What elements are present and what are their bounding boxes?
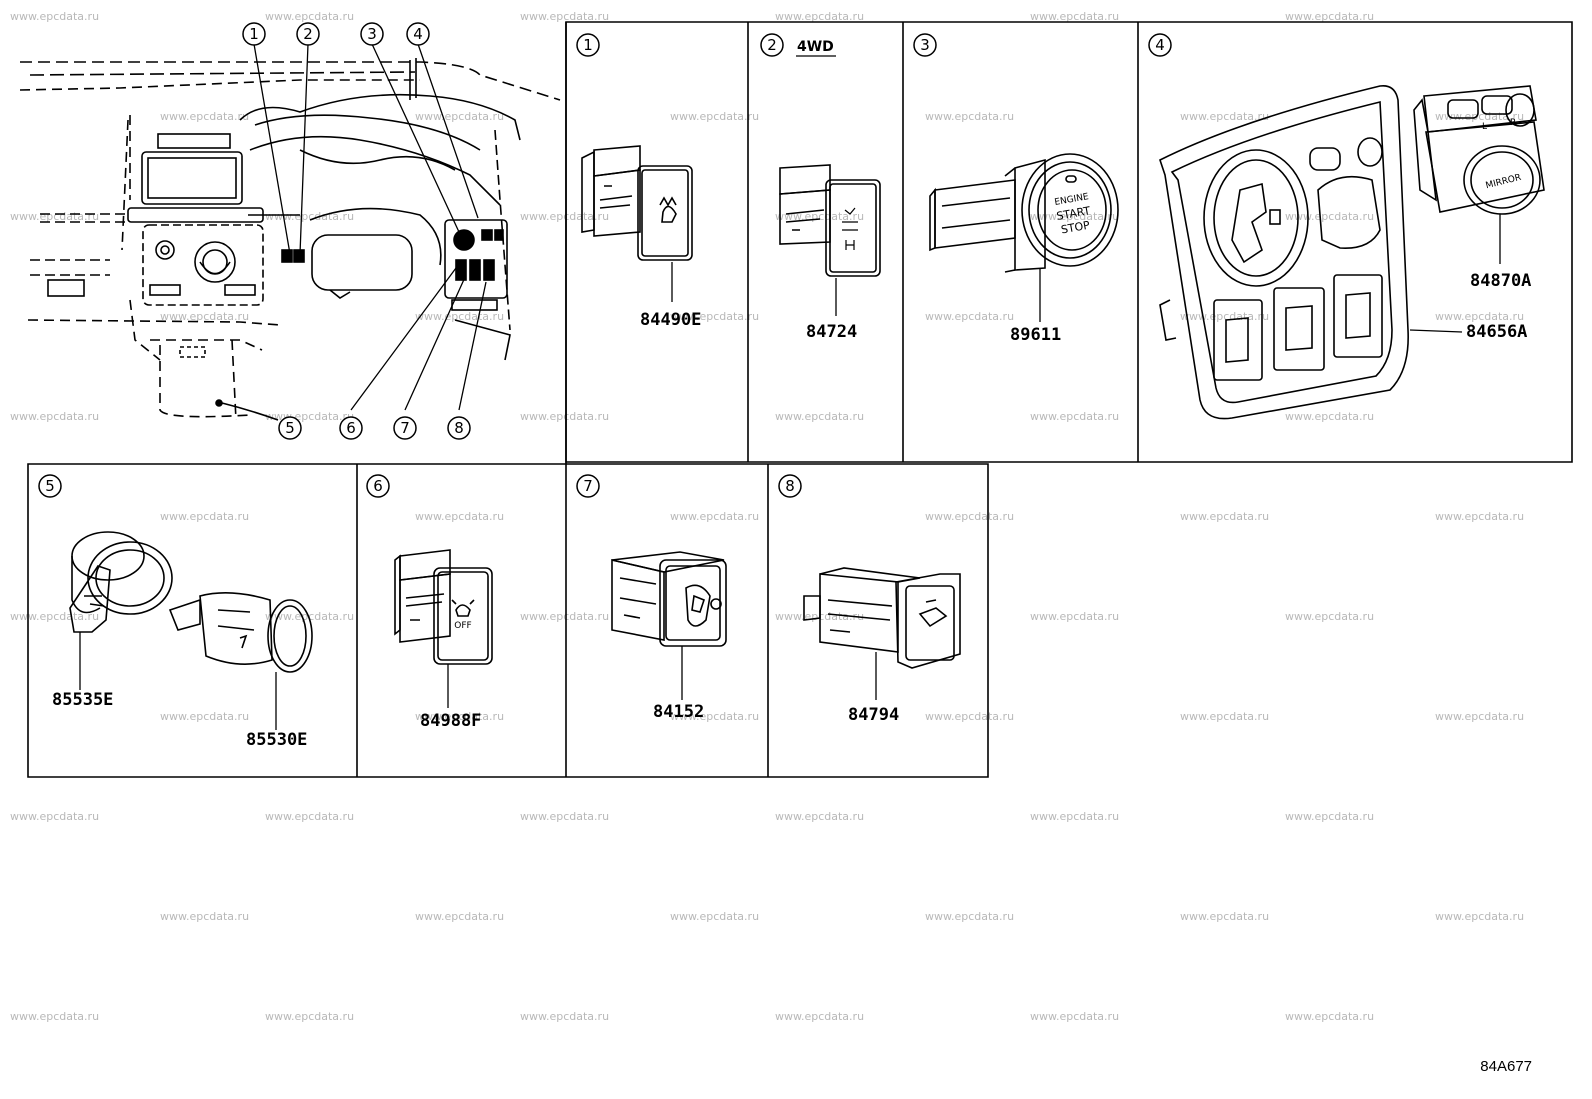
part-84988f-illustration: OFF [394,549,493,708]
part-85535e-illustration [69,531,173,690]
part-84656a-illustration [1159,84,1463,420]
part-number-84152: 84152 [653,702,704,722]
part-number-85535e: 85535E [52,690,113,710]
overview-callout-8: 8 [447,416,471,440]
esc-off-label: OFF [454,621,471,631]
overview-callout-5: 5 [278,416,302,440]
part-84870a-illustration: MIRROR L R [1413,85,1545,264]
panel-callout-5: 5 [38,474,62,498]
overview-callout-4: 4 [406,22,430,46]
panel-callout-8: 8 [778,474,802,498]
overview-callout-1: 1 [242,22,266,46]
part-number-84656a: 84656A [1466,322,1527,342]
panel-callout-5-number: 5 [45,477,55,495]
part-number-84724: 84724 [806,322,857,342]
overview-callout-6: 6 [339,416,363,440]
panel-callout-7: 7 [576,474,600,498]
panel-callout-4: 4 [1148,33,1172,57]
part-89611-illustration: ENGINE START STOP [929,153,1119,322]
mirror-label: MIRROR [1485,173,1523,191]
overview-callout-7-number: 7 [400,419,410,437]
overview-callout-3: 3 [360,22,384,46]
part-number-84988f: 84988F [420,711,481,731]
part-85530e-illustration [168,592,313,730]
panel-callout-6: 6 [366,474,390,498]
panel-callout-3-number: 3 [920,36,930,54]
part-84794-illustration [803,567,961,700]
start-label: START [1056,204,1092,223]
mirror-left-key: L [1482,122,1487,132]
overview-callout-6-number: 6 [346,419,356,437]
overview-callout-5-number: 5 [285,419,295,437]
panel-callout-6-number: 6 [373,477,383,495]
mirror-right-key: R [1510,118,1516,128]
panel-callout-7-number: 7 [583,477,593,495]
part-number-labels: 84490E 84724 89611 84870A 84656A 85535E … [52,39,1531,750]
overview-callout-2-number: 2 [303,25,313,43]
overview-callout-3-number: 3 [367,25,377,43]
part-number-84870a: 84870A [1470,271,1531,291]
part-84490e-illustration [581,145,693,302]
overview-callout-8-number: 8 [454,419,464,437]
stop-label: STOP [1060,219,1091,237]
part-number-84794: 84794 [848,705,899,725]
overview-callout-4-number: 4 [413,25,423,43]
diagram-code: 84A677 [1480,1058,1532,1075]
overview-callout-2: 2 [296,22,320,46]
part-number-85530e: 85530E [246,730,307,750]
panel-frames [27,21,1573,778]
panel-callout-1: 1 [576,33,600,57]
panel-callout-4-number: 4 [1155,36,1165,54]
panel-callout-3: 3 [913,33,937,57]
panel-callout-2: 2 [760,33,784,57]
panel-callout-8-number: 8 [785,477,795,495]
dashboard-overview: 1 2 3 4 5 6 7 8 [19,22,561,440]
panel-callout-1-number: 1 [583,36,593,54]
part-84152-illustration [611,551,727,700]
overview-callout-1-number: 1 [249,25,259,43]
part-84724-illustration [779,164,881,316]
overview-callout-7: 7 [393,416,417,440]
part-number-84490e: 84490E [640,310,701,330]
part-number-89611: 89611 [1010,325,1061,345]
panel-callout-2-number: 2 [767,36,777,54]
4wd-tag: 4WD [797,39,834,55]
